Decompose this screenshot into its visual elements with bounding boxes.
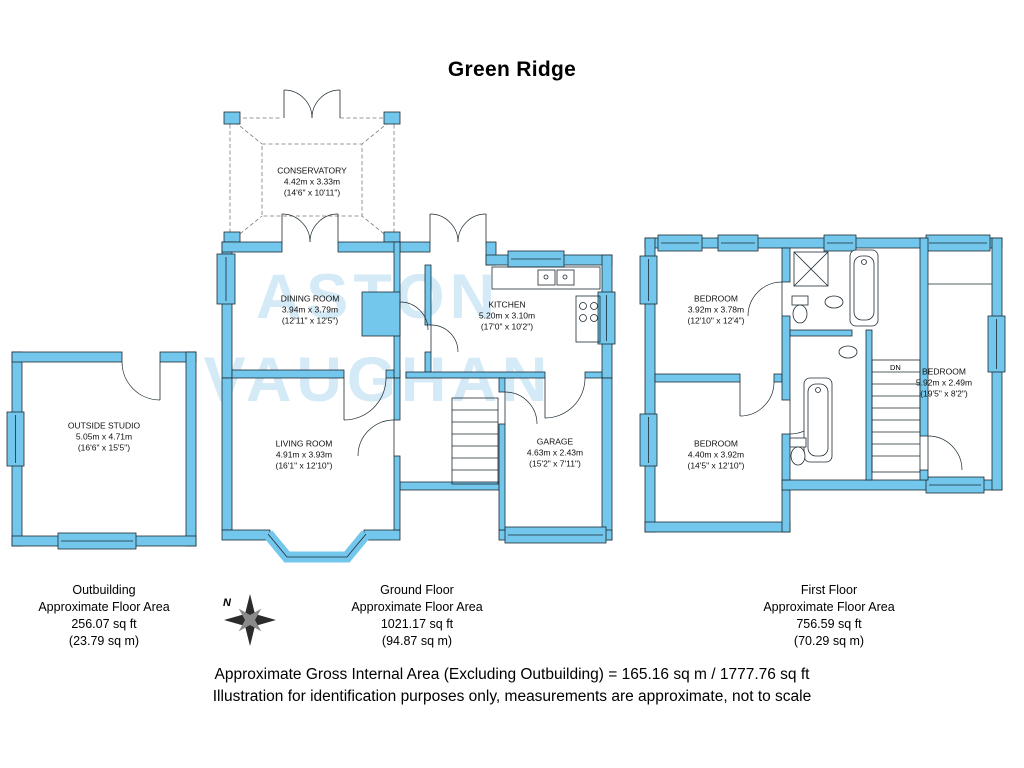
room-name: LIVING ROOM	[275, 438, 333, 449]
room-name: KITCHEN	[488, 299, 526, 310]
page-title: Green Ridge	[447, 58, 577, 81]
room-label-bedroom-bottom: BEDROOM 4.40m x 3.92m (14'5" x 12'10")	[687, 438, 744, 471]
room-label-outside-studio: OUTSIDE STUDIO 5.05m x 4.71m (16'6" x 15…	[68, 420, 140, 453]
front-entrance-doors	[429, 213, 487, 243]
caption-sqft: 1021.17 sq ft	[380, 617, 454, 631]
room-label-bedroom-right: BEDROOM 5.92m x 2.49m (19'5" x 8'2")	[916, 366, 972, 399]
first-floor-windows	[639, 234, 1006, 494]
caption-name: First Floor	[800, 583, 858, 597]
room-imperial: (14'6" x 10'11")	[283, 187, 341, 198]
room-label-bedroom-top: BEDROOM 3.92m x 3.78m (12'10" x 12'4")	[687, 293, 744, 326]
room-label-garage: GARAGE 4.63m x 2.43m (15'2" x 7'11")	[527, 436, 583, 469]
outbuilding-door-arc	[121, 361, 161, 401]
room-metric: 5.92m x 2.49m	[915, 377, 973, 388]
caption-sqm: (70.29 sq m)	[793, 634, 865, 648]
room-label-kitchen: KITCHEN 5.20m x 3.10m (17'0" x 10'2")	[479, 299, 535, 332]
room-imperial: (16'6" x 15'5")	[77, 442, 131, 453]
room-metric: 4.40m x 3.92m	[687, 449, 745, 460]
compass-rose-icon	[224, 594, 276, 646]
bathroom-1-fixtures	[791, 249, 879, 327]
room-metric: 5.20m x 3.10m	[478, 310, 536, 321]
room-name: DINING ROOM	[280, 293, 340, 304]
room-name: BEDROOM	[922, 366, 966, 377]
room-name: BEDROOM	[694, 293, 738, 304]
ground-floor-stairs	[451, 397, 499, 485]
caption-area-label: Approximate Floor Area	[763, 600, 895, 614]
bathroom-2-fixtures	[789, 345, 858, 466]
outbuilding-windows	[6, 411, 137, 550]
caption-ground-floor: Ground Floor Approximate Floor Area 1021…	[351, 582, 482, 650]
ground-floor-windows	[216, 250, 616, 544]
room-imperial: (17'0" x 10'2")	[480, 321, 534, 332]
ground-floor-exterior-walls	[221, 241, 613, 541]
room-label-dining-room: DINING ROOM 3.94m x 3.79m (12'11" x 12'5…	[281, 293, 340, 326]
caption-first-floor: First Floor Approximate Floor Area 756.5…	[763, 582, 894, 650]
room-name: BEDROOM	[694, 438, 738, 449]
conservatory-corner-posts	[223, 111, 401, 243]
footer-gross-area: Approximate Gross Internal Area (Excludi…	[214, 666, 810, 683]
room-metric: 4.42m x 3.33m	[283, 176, 341, 187]
room-imperial: (14'5" x 12'10")	[687, 460, 745, 471]
room-imperial: (16'1" x 12'10")	[275, 460, 333, 471]
stairs-down-label: DN	[890, 363, 901, 372]
room-imperial: (12'10" x 12'4")	[687, 315, 745, 326]
room-metric: 3.92m x 3.78m	[687, 304, 745, 315]
room-label-living-room: LIVING ROOM 4.91m x 3.93m (16'1" x 12'10…	[275, 438, 332, 471]
room-metric: 4.63m x 2.43m	[526, 447, 584, 458]
caption-area-label: Approximate Floor Area	[38, 600, 170, 614]
bay-window	[263, 530, 371, 563]
compass-north-label: N	[223, 597, 231, 609]
room-imperial: (19'5" x 8'2")	[920, 388, 968, 399]
room-name: OUTSIDE STUDIO	[67, 420, 141, 431]
ground-floor-interior-walls	[231, 241, 603, 531]
room-label-conservatory: CONSERVATORY 4.42m x 3.33m (14'6" x 10'1…	[277, 165, 347, 198]
room-imperial: (12'11" x 12'5")	[281, 315, 339, 326]
room-metric: 5.05m x 4.71m	[75, 431, 133, 442]
caption-name: Ground Floor	[380, 583, 454, 597]
conservatory-garden-doors	[283, 89, 341, 119]
first-floor-stairs	[871, 359, 921, 473]
caption-sqm: (94.87 sq m)	[381, 634, 453, 648]
conservatory-dining-doors	[281, 213, 339, 243]
footer-disclaimer: Illustration for identification purposes…	[212, 688, 812, 705]
room-metric: 4.91m x 3.93m	[275, 449, 333, 460]
room-name: GARAGE	[536, 436, 574, 447]
caption-sqft: 756.59 sq ft	[796, 617, 862, 631]
kitchen-counter-and-sink	[491, 266, 601, 343]
room-name: CONSERVATORY	[277, 165, 347, 176]
caption-name: Outbuilding	[72, 583, 136, 597]
caption-area-label: Approximate Floor Area	[351, 600, 483, 614]
caption-sqft: 256.07 sq ft	[71, 617, 137, 631]
ground-floor-door-arcs	[343, 301, 586, 457]
room-metric: 3.94m x 3.79m	[281, 304, 339, 315]
caption-outbuilding: Outbuilding Approximate Floor Area 256.0…	[38, 582, 169, 650]
room-imperial: (15'2" x 7'11")	[529, 458, 581, 469]
caption-sqm: (23.79 sq m)	[68, 634, 140, 648]
